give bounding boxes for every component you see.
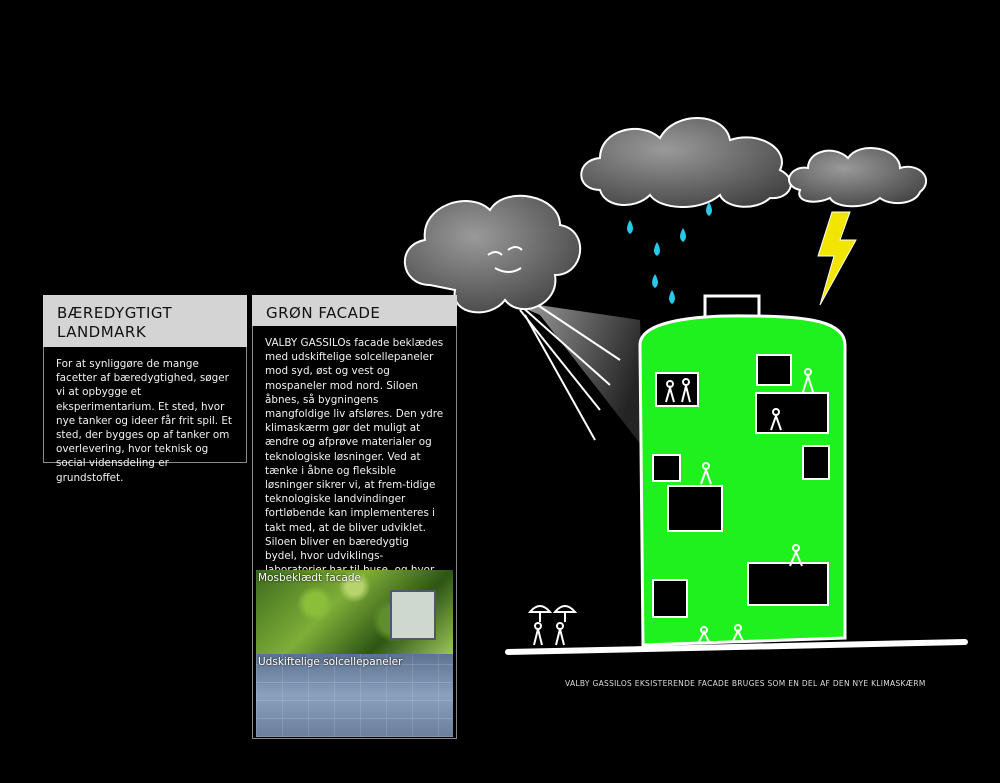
lightning-icon bbox=[817, 211, 857, 306]
landmark-text: For at synliggøre de mange facetter af b… bbox=[43, 347, 247, 484]
landmark-title: BÆREDYGTIGT LANDMARK bbox=[43, 295, 247, 347]
rain-cloud bbox=[580, 117, 792, 208]
moss-facade-label: Mosbeklædt facade bbox=[258, 572, 361, 584]
solar-panels-photo: Udskiftelige solcellepaneler bbox=[256, 654, 453, 737]
silo-windows bbox=[652, 354, 830, 618]
wind-lines bbox=[519, 299, 621, 441]
landmark-title-line1: BÆREDYGTIGT bbox=[57, 304, 173, 322]
illustration-caption: VALBY GASSILOS EKSISTERENDE FACADE BRUGE… bbox=[565, 679, 926, 688]
facade-body-text: VALBY GASSILOs facade beklædes med udski… bbox=[265, 337, 444, 605]
ground-line bbox=[505, 639, 968, 655]
people-figures bbox=[527, 368, 814, 646]
wind-beam bbox=[505, 300, 645, 450]
landmark-title-line2: LANDMARK bbox=[57, 323, 147, 341]
facade-title: GRØN FACADE bbox=[252, 295, 457, 326]
moss-facade-photo: Mosbeklædt facade bbox=[256, 570, 453, 654]
storm-cloud bbox=[788, 146, 928, 208]
photo-window bbox=[390, 590, 436, 640]
wind-cloud bbox=[403, 194, 582, 314]
landmark-panel: BÆREDYGTIGT LANDMARK For at synliggøre d… bbox=[43, 295, 247, 484]
rain-drops bbox=[627, 202, 712, 304]
solar-panels-label: Udskiftelige solcellepaneler bbox=[258, 656, 403, 668]
cloud-face-icon bbox=[487, 246, 523, 273]
